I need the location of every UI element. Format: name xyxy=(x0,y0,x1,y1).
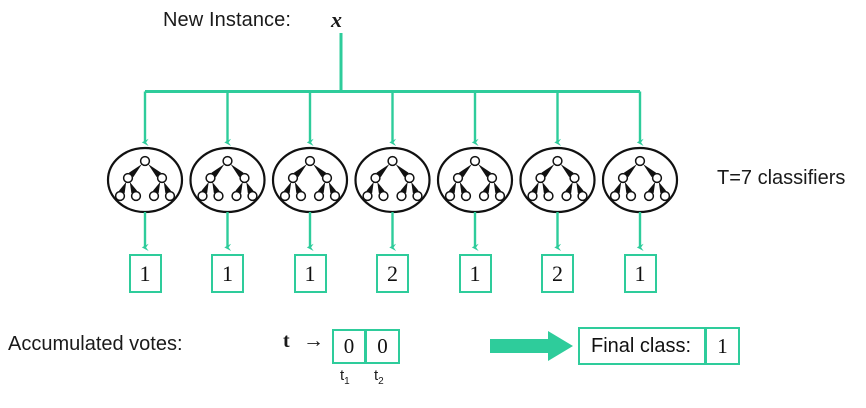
decision-tree-icon xyxy=(444,155,506,202)
final-class-label: Final class: xyxy=(578,327,706,365)
tally-cell-t2: 0 xyxy=(366,329,400,364)
decision-tree-icon xyxy=(114,155,176,202)
vote-box-1: 1 xyxy=(128,254,162,293)
vote-arrows xyxy=(141,212,644,252)
classifier-1 xyxy=(106,146,184,214)
aggregation-arrow-icon xyxy=(490,331,573,361)
fanout-arrows xyxy=(141,91,644,147)
tally-sublabel-t1: t1 xyxy=(340,367,350,387)
classifier-5 xyxy=(436,146,514,214)
decision-tree-icon xyxy=(197,155,258,202)
decision-tree-icon xyxy=(609,155,671,202)
tally-cell-t1: 0 xyxy=(332,329,366,364)
classifier-7 xyxy=(601,146,679,214)
final-class-value: 1 xyxy=(706,327,740,365)
classifiers-count-label: T=7 classifiers xyxy=(717,167,846,189)
votes-vector-symbol: t xyxy=(283,330,290,352)
votes-arrow-icon: → xyxy=(303,329,324,352)
vote-box-2: 1 xyxy=(211,254,244,293)
vote-box-5: 1 xyxy=(458,254,492,293)
accumulated-votes-label: Accumulated votes: xyxy=(8,333,183,355)
instance-symbol: x xyxy=(331,7,342,32)
new-instance-label: New Instance: xyxy=(163,9,292,31)
decision-tree-icon xyxy=(279,155,341,202)
vote-box-4: 2 xyxy=(376,254,409,293)
classifier-3 xyxy=(271,146,349,214)
vote-box-6: 2 xyxy=(541,254,574,293)
vote-box-7: 1 xyxy=(623,254,657,293)
classifier-4 xyxy=(354,146,431,214)
classifier-6 xyxy=(519,146,596,214)
decision-tree-icon xyxy=(362,155,423,202)
decision-tree-icon xyxy=(527,155,588,202)
tally-sublabel-t2: t2 xyxy=(374,367,384,387)
classifier-2 xyxy=(189,146,266,214)
vote-box-3: 1 xyxy=(293,254,327,293)
classifier-group xyxy=(106,146,679,214)
